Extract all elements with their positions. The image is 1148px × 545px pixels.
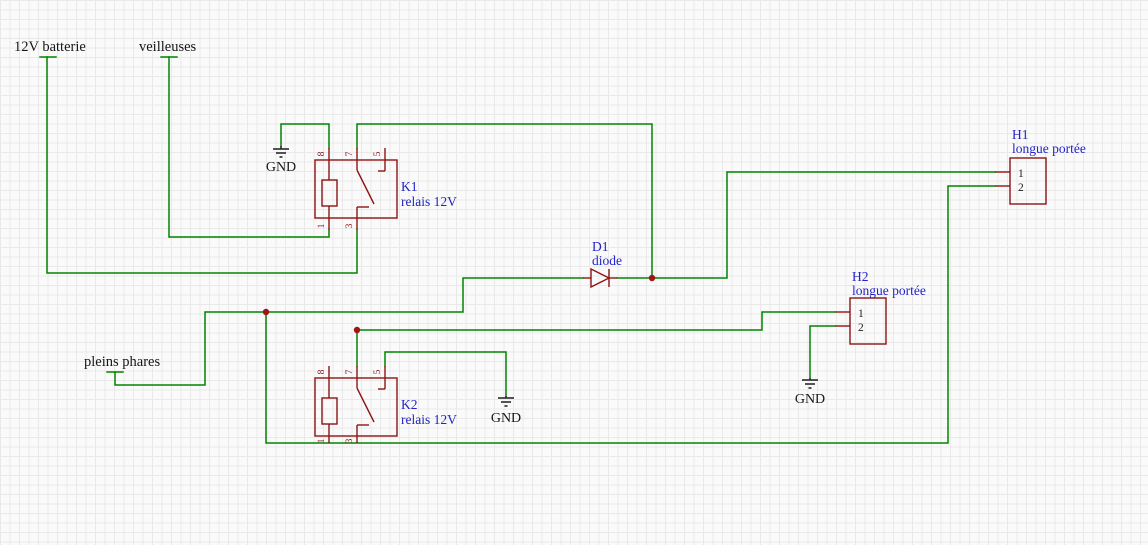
relay-k2[interactable]: 8 7 5 1 3 K2 relais 12V	[314, 366, 457, 443]
h2-body	[849, 297, 887, 345]
k2-armature	[356, 387, 375, 423]
d1-value[interactable]: diode	[592, 253, 622, 268]
k2-body	[314, 377, 398, 437]
k1-pin-number: 1	[317, 223, 327, 228]
h1-body	[1009, 157, 1047, 205]
h1-reference[interactable]: H1	[1012, 127, 1029, 142]
net-label-12v-batterie[interactable]: 12V batterie	[14, 39, 86, 55]
k2-pin-number: 1	[317, 438, 327, 443]
k2-value[interactable]: relais 12V	[401, 412, 457, 427]
d1-reference[interactable]: D1	[592, 239, 609, 254]
gnd-symbol-1[interactable]: GND	[266, 146, 296, 175]
diode-d1[interactable]: D1 diode	[583, 239, 622, 289]
k1-pin-number: 3	[345, 223, 355, 228]
k1-armature	[356, 169, 375, 205]
wire-k1-contact-out[interactable]	[356, 123, 653, 279]
d1-triangle	[590, 267, 611, 289]
k1-value[interactable]: relais 12V	[401, 194, 457, 209]
junction-dot-k2-common[interactable]	[353, 326, 361, 334]
wire-batterie[interactable]	[46, 56, 358, 274]
k1-pin-number: 8	[317, 151, 327, 156]
gnd-symbol-3[interactable]: GND	[795, 378, 825, 407]
h2-pin-number: 2	[858, 322, 864, 334]
k1-pin-number: 7	[345, 151, 355, 156]
wire-k2-gnd[interactable]	[384, 351, 507, 397]
gnd2-label: GND	[491, 411, 521, 426]
h2-pin-number: 1	[858, 308, 864, 320]
junction-dot-diode-output[interactable]	[648, 274, 656, 282]
wire-h1-return[interactable]	[265, 185, 996, 444]
h1-value[interactable]: longue portée	[1012, 141, 1086, 156]
net-veilleuses[interactable]: veilleuses	[139, 39, 330, 238]
net-label-veilleuses[interactable]: veilleuses	[139, 39, 197, 55]
net-label-pleins-phares[interactable]: pleins phares	[84, 354, 160, 370]
k1-pin-number: 5	[373, 151, 383, 156]
k2-coil	[321, 397, 338, 425]
k2-pin-number: 8	[317, 369, 327, 374]
wire-veilleuses[interactable]	[168, 56, 330, 238]
k1-reference[interactable]: K1	[401, 179, 418, 194]
k1-body	[314, 159, 398, 219]
k1-coil	[321, 179, 338, 207]
wire-k1-coil-gnd[interactable]	[280, 123, 330, 149]
connector-h2[interactable]: 1 2 H2 longue portée	[835, 269, 926, 345]
h1-pin-number: 1	[1018, 168, 1024, 180]
net-pleins-phares[interactable]: pleins phares	[84, 277, 584, 386]
connector-h1[interactable]: 1 2 H1 longue portée	[995, 127, 1086, 205]
k2-reference[interactable]: K2	[401, 397, 418, 412]
wire-pleins-phares[interactable]	[114, 277, 584, 386]
k2-pin-number: 3	[345, 438, 355, 443]
wire-diode-to-h1[interactable]	[616, 171, 996, 279]
junction-dot-pleins-phares[interactable]	[262, 308, 270, 316]
net-12v-batterie[interactable]: 12V batterie	[14, 39, 358, 274]
wire-h2-gnd[interactable]	[809, 325, 836, 379]
k2-pin-number: 7	[345, 369, 355, 374]
relay-k1[interactable]: 8 7 5 1 3 K1 relais 12V	[314, 148, 457, 230]
gnd3-label: GND	[795, 392, 825, 407]
h1-pin-number: 2	[1018, 182, 1024, 194]
wire-k2-to-h2[interactable]	[356, 311, 836, 367]
h2-reference[interactable]: H2	[852, 269, 869, 284]
gnd1-label: GND	[266, 160, 296, 175]
k2-pin-number: 5	[373, 369, 383, 374]
h2-value[interactable]: longue portée	[852, 283, 926, 298]
gnd-symbol-2[interactable]: GND	[491, 396, 521, 426]
